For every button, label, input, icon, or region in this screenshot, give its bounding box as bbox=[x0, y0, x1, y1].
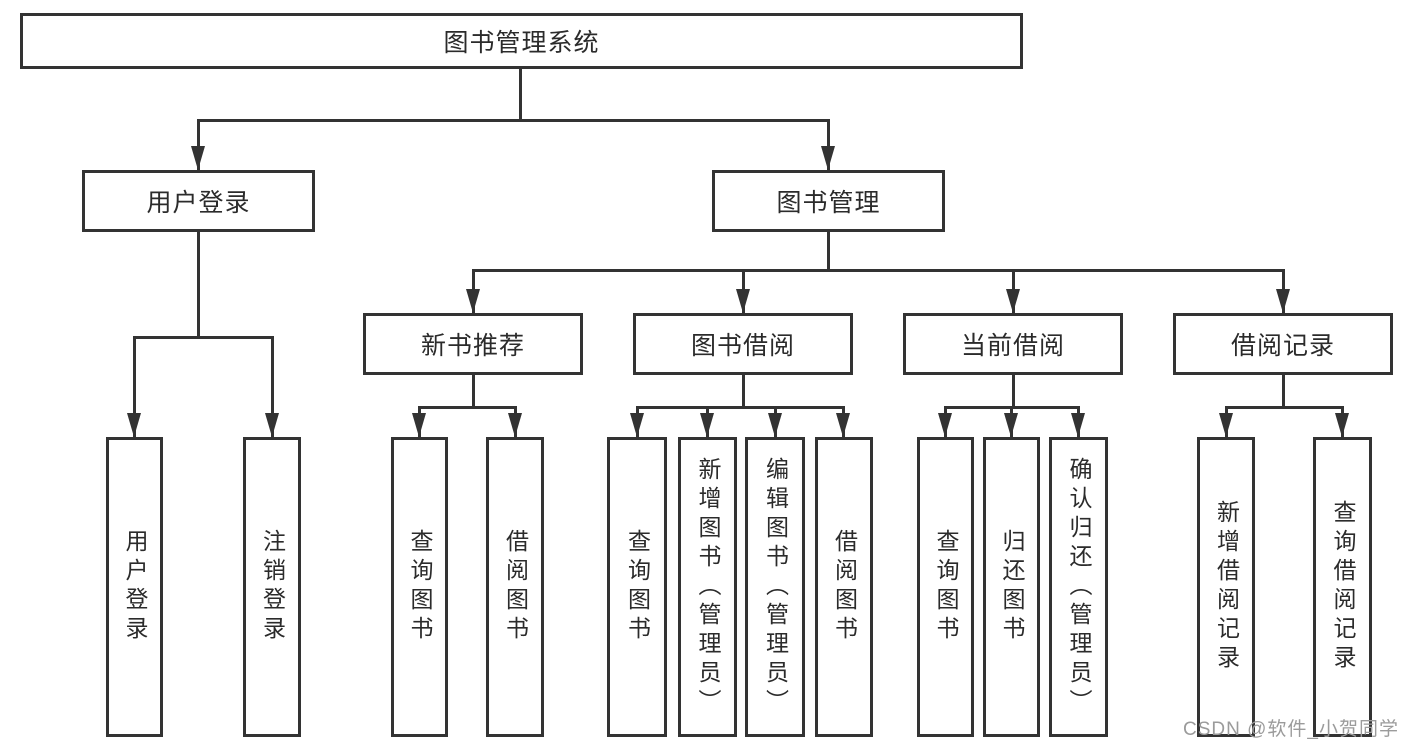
node-borrowing-records: 借阅记录 bbox=[1173, 313, 1393, 375]
leaf-add-book-admin: 新增图书（管理员） bbox=[678, 437, 737, 737]
leaf-borrow-book-recommend: 借阅图书 bbox=[486, 437, 544, 737]
arrow-down-icon bbox=[127, 413, 141, 437]
connector-book-borrowing-hline bbox=[636, 406, 845, 409]
arrow-down-icon bbox=[191, 146, 205, 170]
node-current-borrowing: 当前借阅 bbox=[903, 313, 1123, 375]
arrow-down-icon bbox=[768, 413, 782, 437]
leaf-edit-book-admin: 编辑图书（管理员） bbox=[745, 437, 805, 737]
connector-user-login-hline bbox=[133, 336, 273, 339]
connector-borrow-records-stub bbox=[1282, 375, 1285, 407]
arrow-down-icon bbox=[265, 413, 279, 437]
arrow-down-icon bbox=[630, 413, 644, 437]
leaf-add-borrow-record: 新增借阅记录 bbox=[1197, 437, 1255, 737]
node-user-login: 用户登录 bbox=[82, 170, 315, 232]
leaf-query-borrow-record: 查询借阅记录 bbox=[1313, 437, 1372, 737]
connector-borrow-records-hline bbox=[1225, 406, 1343, 409]
arrow-down-icon bbox=[1335, 413, 1349, 437]
leaf-query-book-current: 查询图书 bbox=[917, 437, 974, 737]
leaf-query-book-recommend: 查询图书 bbox=[391, 437, 448, 737]
leaf-confirm-return-admin: 确认归还（管理员） bbox=[1049, 437, 1108, 737]
node-book-management: 图书管理 bbox=[712, 170, 945, 232]
connector-new-book-hline bbox=[418, 406, 516, 409]
connector-book-borrowing-stub bbox=[742, 375, 745, 407]
arrow-down-icon bbox=[466, 289, 480, 313]
node-book-borrowing: 图书借阅 bbox=[633, 313, 853, 375]
arrow-down-icon bbox=[836, 413, 850, 437]
connector-book-mgmt-stub bbox=[827, 232, 830, 270]
arrow-down-icon bbox=[412, 413, 426, 437]
connector-to-book-management bbox=[827, 119, 830, 170]
leaf-return-book: 归还图书 bbox=[983, 437, 1040, 737]
connector-to-user-login bbox=[197, 119, 200, 170]
arrow-down-icon bbox=[508, 413, 522, 437]
arrow-down-icon bbox=[1276, 289, 1290, 313]
csdn-watermark: CSDN @软件_小贺同学 bbox=[1183, 719, 1399, 740]
leaf-borrow-book: 借阅图书 bbox=[815, 437, 873, 737]
connector-book-mgmt-hline bbox=[472, 269, 1284, 272]
leaf-query-book-borrowing: 查询图书 bbox=[607, 437, 667, 737]
arrow-down-icon bbox=[1006, 289, 1020, 313]
leaf-logout: 注销登录 bbox=[243, 437, 301, 737]
arrow-down-icon bbox=[700, 413, 714, 437]
connector-to-leaf-user-login bbox=[133, 336, 136, 437]
connector-current-borrowing-stub bbox=[1012, 375, 1015, 407]
node-root-library-system: 图书管理系统 bbox=[20, 13, 1023, 69]
leaf-user-login: 用户登录 bbox=[106, 437, 163, 737]
arrow-down-icon bbox=[1219, 413, 1233, 437]
arrow-down-icon bbox=[821, 146, 835, 170]
connector-root-stub bbox=[519, 69, 522, 120]
connector-user-login-stub bbox=[197, 232, 200, 337]
arrow-down-icon bbox=[1004, 413, 1018, 437]
connector-to-leaf-logout bbox=[271, 336, 274, 437]
connector-new-book-stub bbox=[472, 375, 475, 407]
arrow-down-icon bbox=[938, 413, 952, 437]
node-new-book-recommend: 新书推荐 bbox=[363, 313, 583, 375]
arrow-down-icon bbox=[1071, 413, 1085, 437]
arrow-down-icon bbox=[736, 289, 750, 313]
connector-root-hline bbox=[197, 119, 830, 122]
